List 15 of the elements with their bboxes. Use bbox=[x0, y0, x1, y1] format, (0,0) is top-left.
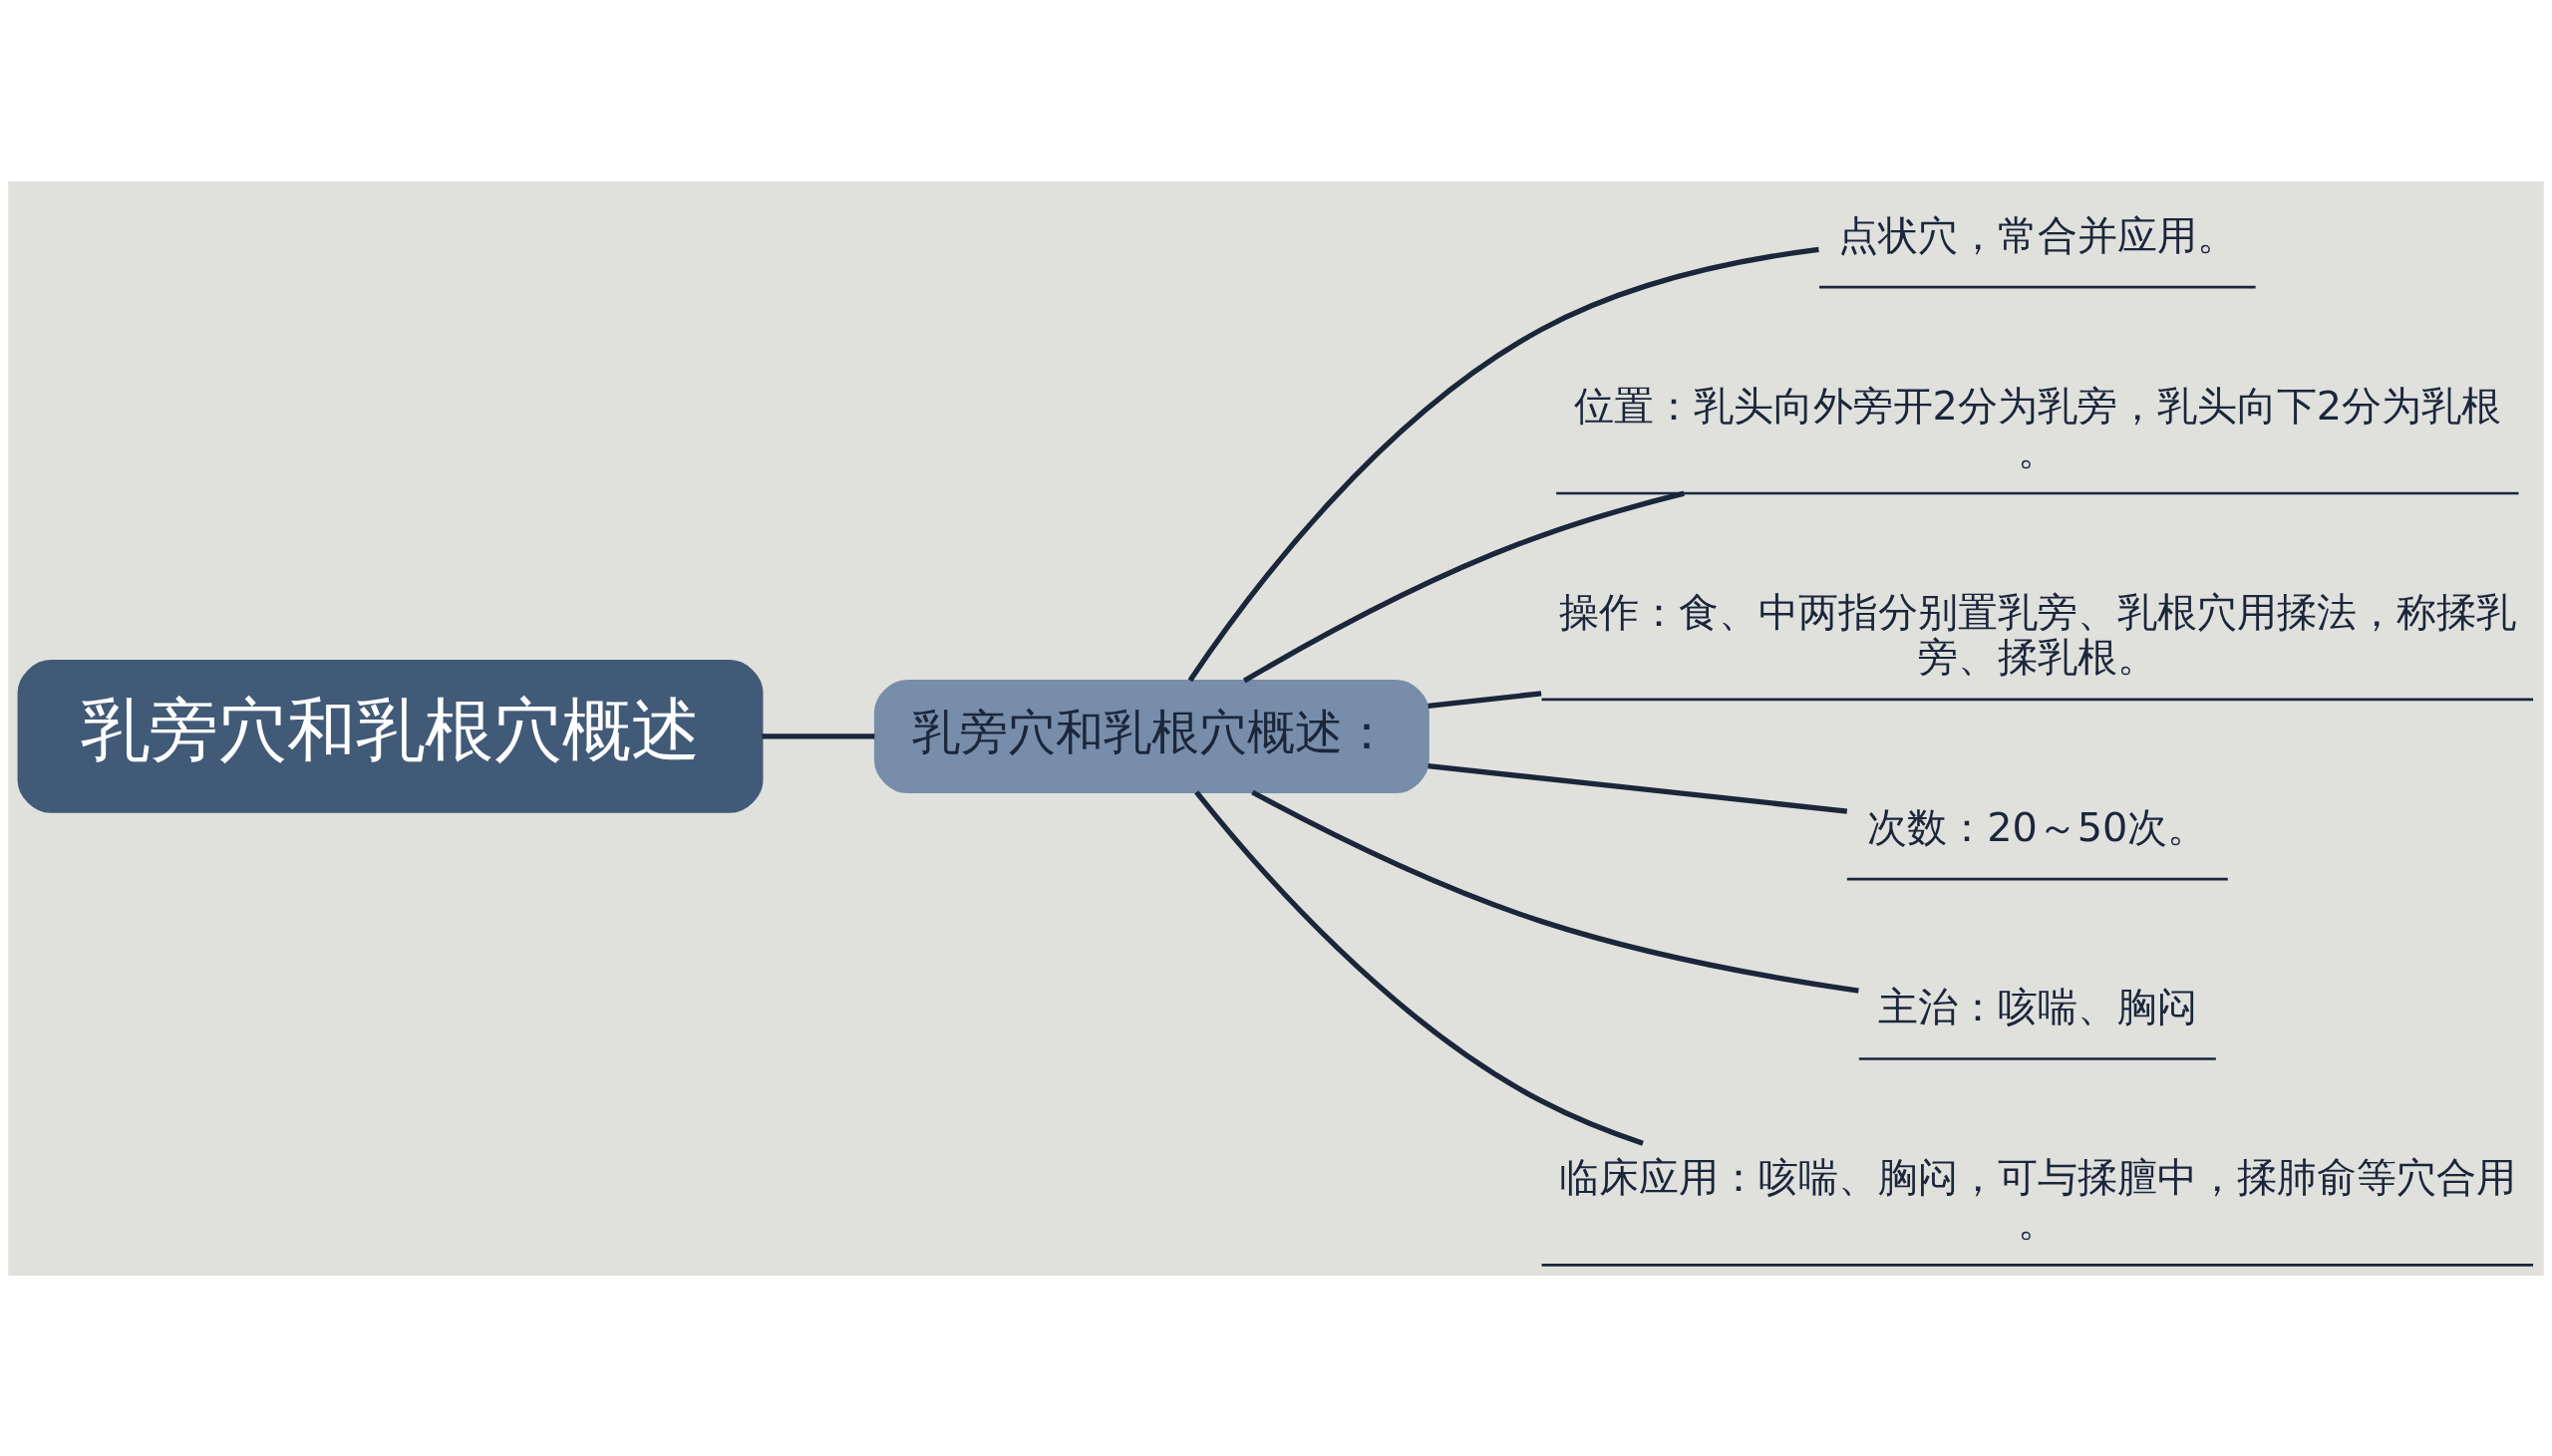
node-box: 乳旁穴和乳根穴概述 bbox=[17, 659, 764, 813]
connector bbox=[1251, 789, 1859, 994]
connector bbox=[1242, 490, 1685, 683]
connector bbox=[762, 732, 875, 739]
node-text: 次数：20～50次。 bbox=[1867, 803, 2208, 850]
node-text: 操作：食、中两指分别置乳旁、乳根穴用揉法，称揉乳旁、揉乳根。 bbox=[1558, 588, 2516, 680]
connector bbox=[1187, 246, 1819, 682]
node-text: 点状穴，常合并应用。 bbox=[1837, 211, 2237, 258]
node-text: 主治：咳喘、胸闷 bbox=[1877, 983, 2197, 1029]
connector bbox=[1428, 762, 1848, 814]
node-text: 临床应用：咳喘、胸闷，可与揉膻中，揉肺俞等穴合用。 bbox=[1558, 1153, 2516, 1245]
connector bbox=[1194, 789, 1644, 1146]
node-box: 乳旁穴和乳根穴概述： bbox=[873, 679, 1430, 793]
connector bbox=[1428, 690, 1542, 709]
node-text: 位置：乳头向外旁开2分为乳旁，乳头向下2分为乳根。 bbox=[1573, 382, 2502, 473]
